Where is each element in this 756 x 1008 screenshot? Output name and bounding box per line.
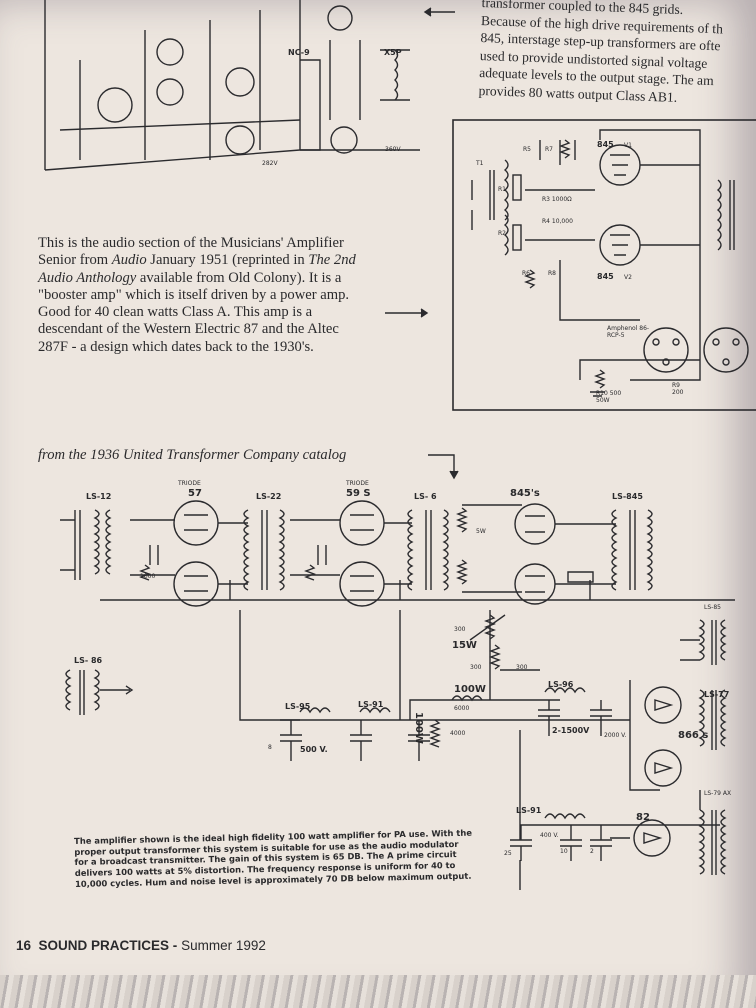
tube-label: 845's (510, 488, 540, 499)
schematic-label: TRIODE (346, 480, 369, 487)
amplifier-description: The amplifier shown is the ideal high fi… (74, 827, 473, 889)
schematic-label: 300 (470, 664, 482, 671)
top-right-paragraph: transformer coupled to the 845 grids. Be… (478, 0, 756, 109)
schematic-label: TRIODE (178, 480, 201, 487)
caption-italic: Audio (111, 252, 147, 269)
tube-label: 866 s (678, 730, 709, 741)
tube-label: 59 S (346, 488, 371, 499)
schematic-label: 25 (504, 850, 512, 857)
transformer-label: LS- 86 (74, 656, 103, 665)
caption-text: available from Old Colony). It is a "boo… (38, 269, 350, 355)
top-left-schematic (44, 0, 420, 171)
musicians-amp-caption: This is the audio section of the Musicia… (38, 235, 368, 356)
resistor-rating: 100W (454, 684, 486, 695)
capacitor-rating: 500 V. (300, 745, 328, 754)
schematic-label: 300 (454, 626, 466, 633)
issue-date: Summer 1992 (181, 938, 266, 953)
schematic-label: 1000 (140, 573, 156, 580)
capacitor-rating: 2000 V. (604, 732, 627, 739)
capacitor-rating: 400 V. (540, 832, 559, 839)
schematic-label: 300 (516, 664, 528, 671)
schematic-label: 5W (476, 528, 486, 535)
bottom-schematic (60, 500, 735, 890)
transformer-label: LS-85 (704, 604, 721, 611)
schematic-label: NC-9 (288, 48, 310, 57)
transformer-label: LS-845 (612, 492, 643, 501)
schematic-label: R3 1000Ω (542, 196, 572, 203)
tube-label: 82 (636, 812, 650, 823)
schematic-label: R4 10,000 (542, 218, 573, 225)
resistor-rating: 15W (452, 640, 477, 651)
transformer-label: LS- 6 (414, 492, 437, 501)
schematic-label: T1 (476, 160, 484, 167)
pointer-arrows (385, 7, 459, 480)
caption-text: January 1951 (reprinted in (146, 252, 309, 269)
schematic-label: 2 (590, 848, 594, 855)
schematic-label: 8 (268, 744, 272, 751)
tube-label: 845 (597, 140, 614, 149)
transformer-label: LS-95 (285, 702, 311, 711)
caption-italic: The 2nd Audio Anthology (38, 252, 356, 286)
book-page-edges (0, 975, 756, 1008)
capacitor-rating: 2-1500V (552, 726, 590, 735)
transformer-label: LS-96 (548, 680, 574, 689)
schematic-label: 10 (560, 848, 568, 855)
schematic-label: 282V (262, 160, 278, 167)
right-schematic (452, 119, 756, 411)
schematic-label: V1 (624, 142, 632, 149)
schematic-label: R8 (548, 270, 556, 277)
catalog-caption: from the 1936 United Transformer Company… (38, 447, 347, 463)
schematic-label: R9 200 (672, 382, 684, 396)
schematic-label: 4000 (450, 730, 466, 737)
transformer-label: LS-91 (516, 806, 542, 815)
schematic-label: R1 (498, 186, 506, 193)
page-footer: 16 SOUND PRACTICES - Summer 1992 (16, 938, 266, 953)
schematic-label: X5P (384, 48, 402, 57)
schematic-label: V2 (624, 274, 632, 281)
transformer-label: LS-79 AX (704, 790, 732, 797)
transformer-label: LS-12 (86, 492, 112, 501)
caption-text: This is the audio section of the Musicia… (38, 235, 344, 269)
resistor-rating: 100W (413, 712, 424, 744)
transformer-label: LS-91 (358, 700, 384, 709)
schematic-label: 360V (385, 146, 401, 153)
transformer-label: LS-77 (704, 690, 730, 699)
schematic-label: Amphenol 86-RCP-5 (607, 325, 650, 339)
magazine-title: SOUND PRACTICES - (38, 938, 178, 953)
schematic-label: R6 (522, 270, 530, 277)
schematic-label: R2 (498, 230, 506, 237)
transformer-label: LS-22 (256, 492, 282, 501)
schematic-label: R10 500 50W (596, 390, 622, 404)
tube-label: 845 (597, 272, 614, 281)
schematic-label: 6000 (454, 705, 470, 712)
schematic-label: R7 (545, 146, 553, 153)
tube-label: 57 (188, 488, 202, 499)
page-number: 16 (16, 938, 32, 953)
schematic-label: R5 (523, 146, 531, 153)
